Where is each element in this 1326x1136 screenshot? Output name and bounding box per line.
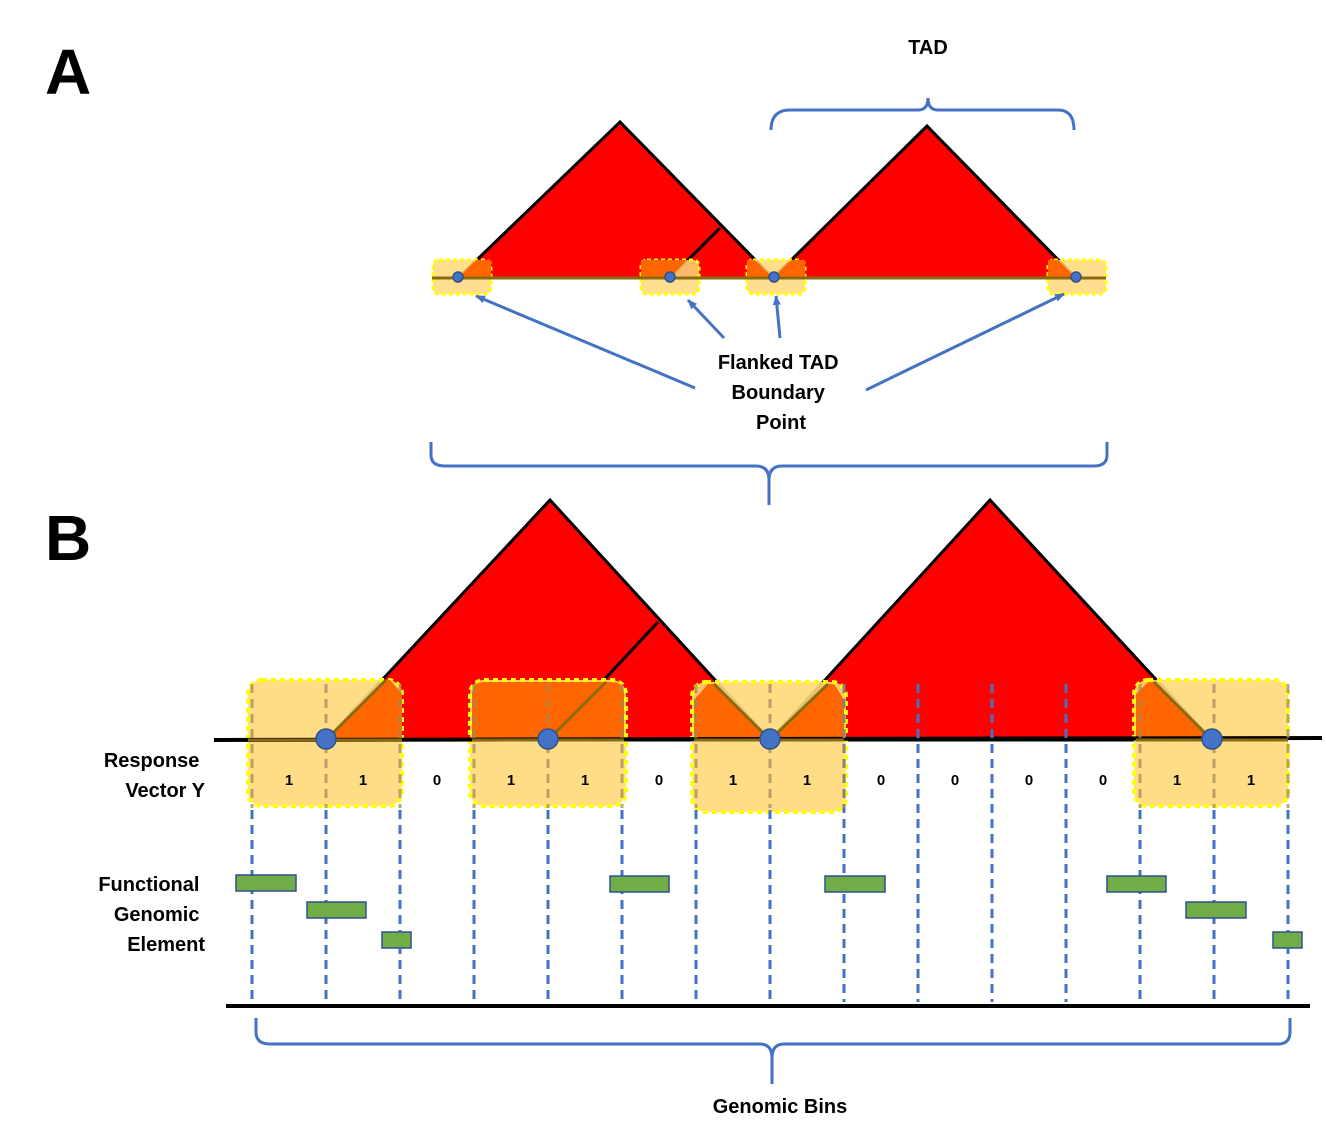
panel-a-letter: A [45,36,91,108]
response-value: 0 [1025,772,1033,789]
boundary-point-b4 [1201,728,1223,750]
response-value: 1 [359,772,367,789]
boundary-point-b1 [315,728,337,750]
tad-triangle-1 [454,119,777,280]
functional-elements [235,874,1303,949]
response-value: 1 [507,772,515,789]
response-value: 0 [877,772,885,789]
zoom-brace [429,442,1109,505]
tad-brace [769,97,1076,131]
tad-label: TAD [908,37,948,59]
arrow-to-boundary-1 [475,294,696,390]
response-value: 0 [655,772,663,789]
boundary-point-b2 [537,728,559,750]
functional-element-label: Functional Genomic Element [98,874,205,956]
tad-triangle-2 [769,123,1080,280]
response-vector: 1 1 0 1 1 0 1 1 0 0 0 0 1 1 [285,772,1255,789]
arrow-to-boundary-2 [686,298,726,340]
boundary-point-b3 [759,728,781,750]
response-value: 0 [951,772,959,789]
element-bar [609,875,670,893]
panel-a: A TAD [45,36,1109,505]
boundary-label: Flanked TAD Boundary Point [718,352,844,434]
flank-box-b3 [690,680,848,814]
response-value: 1 [729,772,737,789]
boundary-point-a4 [1070,271,1082,283]
response-value: 1 [803,772,811,789]
panel-b: B [45,497,1323,1118]
arrow-to-boundary-4 [865,292,1065,392]
element-bar [824,875,886,893]
boundary-point-a2 [664,271,676,283]
element-bar [1272,931,1303,949]
element-bar [306,901,367,919]
boundary-point-a1 [452,271,464,283]
response-value: 1 [1173,772,1181,789]
boundary-point-a3 [768,271,780,283]
element-bar [381,931,412,949]
response-vector-label: Response Vector Y [104,750,206,802]
panel-b-letter: B [45,502,91,574]
arrow-to-boundary-3 [772,295,782,339]
element-bar [1106,875,1167,893]
response-value: 1 [581,772,589,789]
response-value: 0 [433,772,441,789]
genomic-bins-brace [254,1018,1292,1084]
element-bar [235,874,297,892]
genomic-bins-label: Genomic Bins [713,1096,847,1118]
response-value: 1 [1247,772,1255,789]
response-value: 1 [285,772,293,789]
element-bar [1185,901,1247,919]
response-value: 0 [1099,772,1107,789]
